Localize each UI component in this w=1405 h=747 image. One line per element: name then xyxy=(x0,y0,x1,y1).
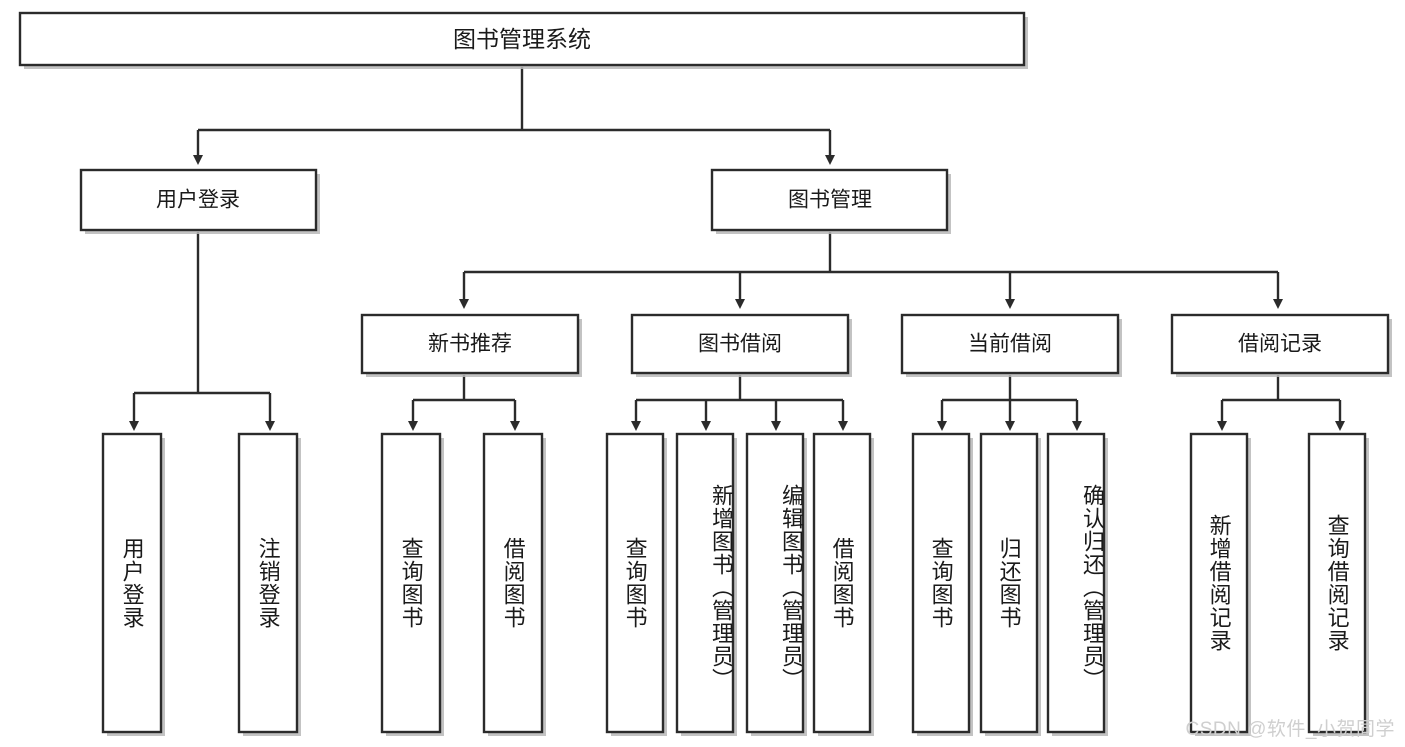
leaf-box-currentborrow-confirm[interactable] xyxy=(1046,432,1108,736)
node-new-book-recommend-label: 新书推荐 xyxy=(428,333,512,356)
connector-newbook-to-leaves xyxy=(408,375,520,431)
node-current-borrow[interactable]: 当前借阅 xyxy=(900,313,1122,377)
node-book-management-label: 图书管理 xyxy=(788,189,872,212)
watermark-text: CSDN @软件_小贺同学 xyxy=(1185,719,1395,740)
leaf-box-currentborrow-query[interactable] xyxy=(911,432,973,736)
connector-bookmgmt-to-level3 xyxy=(459,232,1283,309)
node-new-book-recommend[interactable]: 新书推荐 xyxy=(360,313,582,377)
node-borrow-record[interactable]: 借阅记录 xyxy=(1170,313,1392,377)
connector-bookborrow-to-leaves xyxy=(631,375,848,431)
leaf-box-borrowrecord-add[interactable] xyxy=(1189,432,1251,736)
leaf-box-user-login-login[interactable] xyxy=(101,432,165,736)
leaf-box-bookborrow-edit[interactable] xyxy=(745,432,807,736)
node-book-borrow-label: 图书借阅 xyxy=(698,333,782,356)
node-book-management[interactable]: 图书管理 xyxy=(710,168,951,234)
connector-currentborrow-to-leaves xyxy=(937,375,1082,431)
leaf-box-currentborrow-return[interactable] xyxy=(979,432,1041,736)
node-book-borrow[interactable]: 图书借阅 xyxy=(630,313,852,377)
node-user-login-label: 用户登录 xyxy=(156,189,240,212)
connector-root-to-level2 xyxy=(193,67,835,165)
connector-userlogin-to-leaves xyxy=(129,232,275,431)
node-root[interactable]: 图书管理系统 xyxy=(18,11,1028,69)
leaf-box-newbook-query[interactable] xyxy=(380,432,444,736)
node-root-label: 图书管理系统 xyxy=(453,26,591,52)
leaf-box-bookborrow-query[interactable] xyxy=(605,432,667,736)
leaf-box-borrowrecord-query[interactable] xyxy=(1307,432,1369,736)
node-current-borrow-label: 当前借阅 xyxy=(968,333,1052,356)
node-borrow-record-label: 借阅记录 xyxy=(1238,333,1322,356)
leaf-box-bookborrow-add[interactable] xyxy=(675,432,737,736)
leaf-box-bookborrow-borrow[interactable] xyxy=(812,432,874,736)
connector-borrowrecord-to-leaves xyxy=(1217,375,1345,431)
leaf-box-user-login-logout[interactable] xyxy=(237,432,301,736)
node-user-login[interactable]: 用户登录 xyxy=(79,168,320,234)
leaf-box-newbook-borrow[interactable] xyxy=(482,432,546,736)
